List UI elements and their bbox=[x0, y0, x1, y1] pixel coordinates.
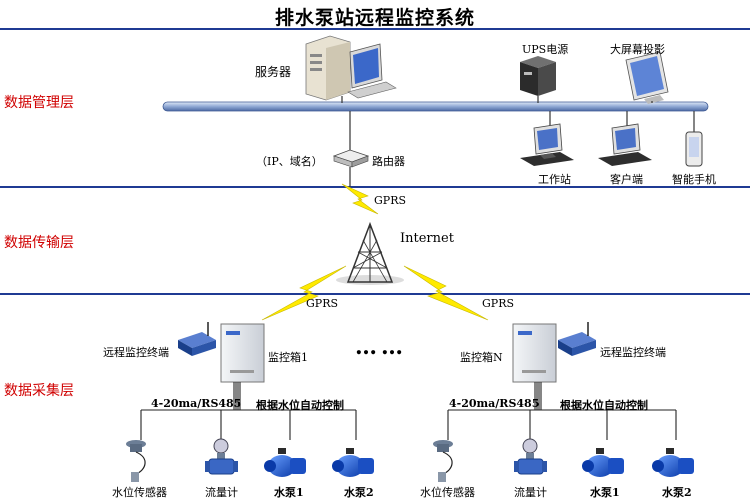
water-level-sensor-left-icon bbox=[126, 440, 146, 482]
box-left-label: 监控箱1 bbox=[268, 351, 308, 364]
ellipsis-dots: …… bbox=[355, 334, 407, 360]
smartphone-icon bbox=[685, 131, 703, 167]
server-label: 服务器 bbox=[255, 65, 292, 79]
router-icon bbox=[332, 149, 370, 168]
internet-label: Internet bbox=[400, 231, 454, 246]
wiring-left bbox=[140, 382, 357, 440]
device-label: 水泵2 bbox=[662, 486, 692, 499]
lightning-bolt-right bbox=[403, 265, 489, 321]
control-left-label: 根据水位自动控制 bbox=[256, 399, 344, 412]
terminal-right-icon bbox=[558, 322, 596, 356]
control-right-label: 根据水位自动控制 bbox=[560, 399, 648, 412]
device-label: 流量计 bbox=[514, 486, 547, 499]
lightning-bolt-left bbox=[261, 265, 347, 321]
monitoring-box-left-icon bbox=[220, 323, 265, 383]
gprs-label-right: GPRS bbox=[482, 297, 515, 310]
box-right-label: 监控箱N bbox=[460, 351, 503, 364]
router-note: （IP、域名） bbox=[256, 155, 323, 168]
router-label: 路由器 bbox=[372, 155, 405, 168]
device-label: 水泵1 bbox=[590, 486, 620, 499]
device-label: 水位传感器 bbox=[112, 486, 167, 499]
device-label: 水泵1 bbox=[274, 486, 304, 499]
device-label: 水位传感器 bbox=[420, 486, 475, 499]
terminal-left-icon bbox=[178, 322, 216, 356]
device-label: 水泵2 bbox=[344, 486, 374, 499]
terminal-left-label: 远程监控终端 bbox=[103, 346, 169, 359]
pump-1-right-icon bbox=[582, 448, 624, 477]
layer-label-transmission: 数据传输层 bbox=[4, 235, 74, 251]
flowmeter-right-icon bbox=[514, 438, 547, 475]
device-label: 流量计 bbox=[205, 486, 238, 499]
network-bus bbox=[162, 101, 709, 112]
workstation-label: 工作站 bbox=[538, 173, 571, 186]
client-icon bbox=[598, 123, 652, 166]
server-icon bbox=[305, 35, 397, 101]
client-label: 客户端 bbox=[610, 173, 643, 186]
gprs-label-left: GPRS bbox=[306, 297, 339, 310]
lightning-bolt-top bbox=[341, 183, 379, 215]
phone-label: 智能手机 bbox=[672, 173, 716, 186]
flowmeter-left-icon bbox=[205, 438, 238, 475]
layer-label-management: 数据管理层 bbox=[4, 95, 74, 111]
pump-1-left-icon bbox=[264, 448, 306, 477]
water-level-sensor-right-icon bbox=[433, 440, 453, 482]
diagram-title: 排水泵站远程监控系统 bbox=[274, 7, 475, 29]
monitoring-box-right-icon bbox=[512, 323, 557, 383]
terminal-right-label: 远程监控终端 bbox=[600, 346, 666, 359]
pump-2-right-icon bbox=[652, 448, 694, 477]
layer-label-acquisition: 数据采集层 bbox=[4, 383, 74, 399]
tower-icon bbox=[336, 221, 404, 285]
signal-left-label: 4-20ma/RS485 bbox=[151, 397, 242, 410]
ups-icon bbox=[520, 56, 556, 96]
projection-screen-icon bbox=[625, 51, 669, 104]
screen-label: 大屏幕投影 bbox=[610, 43, 665, 56]
signal-right-label: 4-20ma/RS485 bbox=[449, 397, 540, 410]
wiring-right bbox=[447, 382, 677, 440]
ups-label: UPS电源 bbox=[522, 43, 569, 56]
pump-2-left-icon bbox=[332, 448, 374, 477]
workstation-icon bbox=[520, 123, 574, 166]
gprs-label-top: GPRS bbox=[374, 194, 407, 207]
